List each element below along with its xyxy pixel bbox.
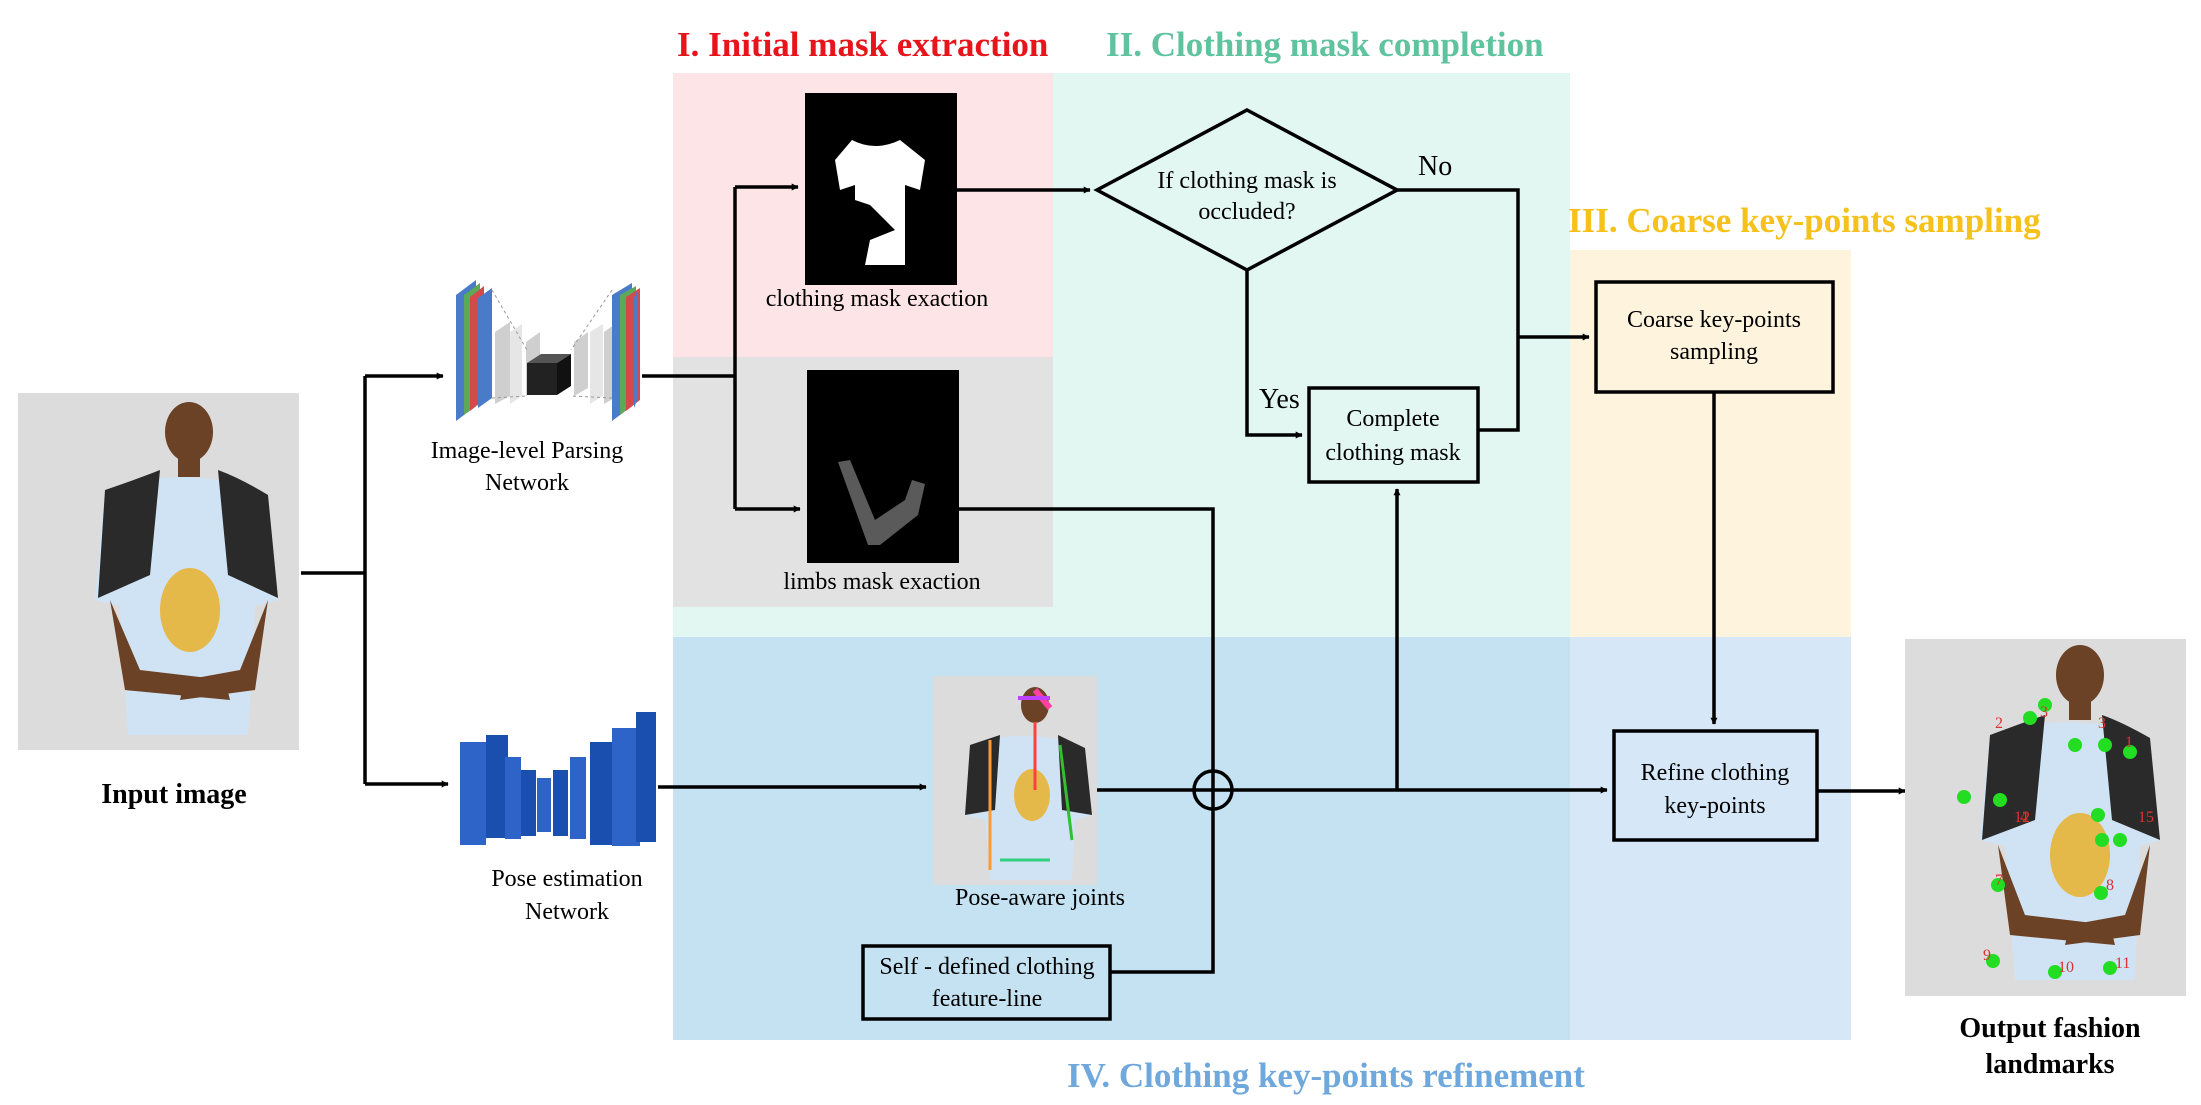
parsing-network-label-line2: Network [485,470,569,496]
connectors [301,183,1906,974]
landmark-dot [2094,886,2108,900]
parsing-network-icon [456,280,640,421]
complete-mask-line1: Complete [1346,406,1439,432]
input-image [18,393,299,750]
coarse-sampling-line1: Coarse key-points [1627,307,1801,333]
feature-line-line2: feature-line [932,986,1043,1012]
complete-mask-box [1307,386,1480,484]
landmark-number: 2 [1995,715,2003,732]
refine-keypoints-line2: key-points [1664,793,1765,819]
landmark-number: 15 [2138,809,2154,826]
decision-text-line2: occluded? [1198,199,1295,225]
landmark-dot [1957,790,1971,804]
parsing-network-label-line1: Image-level Parsing [431,438,624,464]
stage3-panel [1570,250,1851,637]
decision-no-label: No [1418,151,1452,182]
refine-keypoints-box [1612,729,1819,842]
pose-aware-joints-label: Pose-aware joints [955,885,1125,911]
landmark-points: 2 3 3 1 412 15 7 8 9 10 11 [1957,698,2154,979]
landmark-dot [2091,808,2105,822]
landmark-number: 9 [1983,947,1991,964]
landmark-dot [2038,698,2052,712]
landmark-number: 4 [2020,809,2028,826]
landmark-dot [2098,738,2112,752]
landmark-dot [1991,878,2005,892]
clothing-mask-image [805,93,957,285]
landmark-number: 11 [2115,955,2130,972]
stage2-title: II. Clothing mask completion [1106,25,1544,64]
landmark-dot [2068,738,2082,752]
clothing-mask-label: clothing mask exaction [766,286,989,312]
landmark-number: 10 [2058,959,2074,976]
limbs-mask-image [807,370,959,563]
stage4-panel-left [673,637,1570,1040]
decision-yes-label: Yes [1259,384,1300,415]
pose-network-label-line1: Pose estimation [491,866,642,892]
stage4-title: IV. Clothing key-points refinement [1067,1056,1585,1095]
coarse-sampling-line2: sampling [1670,339,1758,365]
limbs-mask-label: limbs mask exaction [783,569,980,595]
output-label-line1: Output fashion [1959,1013,2141,1044]
pose-aware-joints-image [933,676,1097,885]
decision-text-line1: If clothing mask is [1157,168,1336,194]
landmark-dot [2103,961,2117,975]
pose-network-label-line2: Network [525,899,609,925]
landmark-number: 8 [2106,877,2114,894]
stage3-title: III. Coarse key-points sampling [1568,201,2041,240]
refine-keypoints-line1: Refine clothing [1641,760,1790,786]
landmark-number: 7 [1995,872,2003,889]
feature-line-line1: Self - defined clothing [879,954,1094,980]
output-label-line2: landmarks [1985,1049,2114,1080]
landmark-number: 1 [2125,734,2133,751]
landmark-number: 3 [2098,715,2106,732]
landmark-dot [2123,745,2137,759]
landmark-dot [2023,711,2037,725]
feature-line-box [861,944,1112,1021]
landmark-dot [2048,965,2062,979]
landmark-dot [2113,833,2127,847]
landmark-dot [1993,793,2007,807]
pose-network-icon [460,712,656,846]
input-image-label: Input image [101,779,246,810]
landmark-number: 3 [2040,704,2048,721]
stage1-title: I. Initial mask extraction [677,25,1048,64]
landmark-dot [2095,833,2109,847]
landmark-dot [1986,954,2000,968]
complete-mask-line2: clothing mask [1325,440,1460,466]
landmark-number: 12 [2014,809,2030,826]
